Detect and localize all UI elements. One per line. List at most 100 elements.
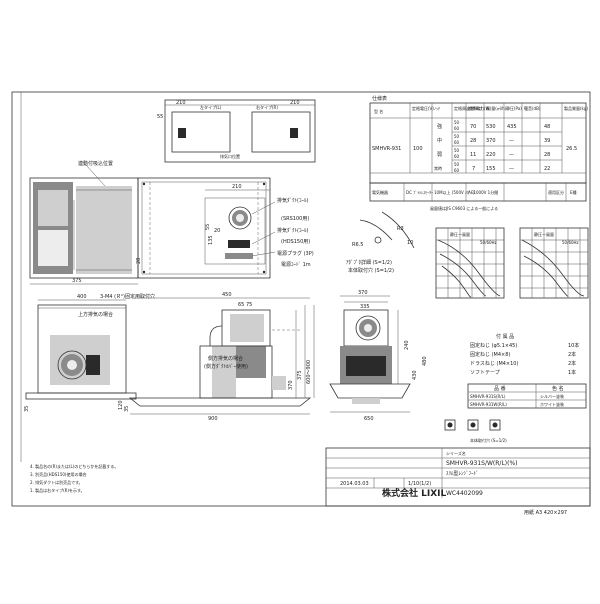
label-exhaust-position: 排気口位置	[220, 153, 240, 159]
dim-20-back: 20	[214, 228, 220, 234]
spec-header-power: 消費電力(W)	[468, 105, 492, 111]
dim-430-right: 430	[412, 370, 418, 380]
dim-400-front: 400	[77, 294, 87, 300]
dim-370-side: 370	[288, 380, 294, 390]
spec-header-pressure: 静圧(Pa)	[506, 105, 522, 111]
spec-pressure-always: —	[509, 166, 514, 172]
spec-power-weak: 11	[470, 152, 476, 158]
label-right-type: 右タイプ(R)	[256, 104, 278, 110]
spec-noise-mid: 39	[544, 138, 550, 144]
label-side-duct-cover: (側方ﾀﾞｸﾄｶﾊﾞｰ使用)	[204, 363, 248, 370]
graph-right-unit: 50/60Hz	[562, 240, 579, 245]
accessory-name-2: 固定ねじ (M4×8)	[470, 351, 510, 358]
dim-650-right: 650	[364, 416, 374, 422]
color-table: 品 番 色 名 SMHVR-931S(R/L) シルバー塗装 SMHVR-931…	[467, 383, 587, 409]
label-left-type: 左タイプ(L)	[200, 104, 222, 110]
notes: 4. 製品名の(R)または(L)のどちらかを記載する。 3. 別売品(HDS15…	[30, 463, 118, 493]
hole-details: 本体取付穴 (S=1/2)	[444, 419, 507, 443]
dim-335-right: 335	[360, 304, 370, 310]
title-scale: 1/10(1/2)	[408, 481, 431, 487]
label-exhaust-duct-c: 排気ﾀﾞｸﾄ(ｺｰﾙ)	[277, 227, 308, 234]
spec-header-freq: 定格周波数(Hz)	[454, 105, 483, 111]
spec-header-notch: ﾉｯﾁ	[434, 106, 440, 111]
spec-power-mid: 28	[470, 138, 476, 144]
dim-480-right: 480	[422, 356, 428, 366]
dim-900-side: 900	[208, 416, 218, 422]
dim-35-front: 35	[24, 406, 30, 412]
spec-footnote: 風量値はJIS C9603 による一般による	[430, 205, 498, 211]
label-side-exhaust: 側方排気の場合	[208, 355, 243, 362]
spec-freq-strong-50: 50	[454, 120, 460, 125]
dim-120-side: 120	[118, 400, 124, 410]
spec-header-airflow: 風 量(㎥/h)	[486, 105, 507, 111]
accessory-qty-2: 2本	[568, 351, 576, 358]
dim-28-left: 28	[136, 258, 142, 264]
dim-450-side: 450	[222, 292, 232, 298]
spec-freq-weak-50: 50	[454, 148, 460, 153]
performance-graphs: 静圧—風量 静圧—風量 50/60Hz 50/60Hz	[435, 227, 589, 299]
spec-notch-always: 常時	[434, 165, 442, 171]
spec-airflow-mid: 370	[486, 138, 496, 144]
spec-freq-mid-50: 50	[454, 134, 460, 139]
label-upward-exhaust: 上方排気の場合	[78, 311, 113, 318]
title-company: 株式会社 LIXIL	[382, 487, 447, 499]
label-scale-note-bottom: 本体取付穴 (S=1/2)	[470, 437, 507, 443]
spec-freq-weak-60: 60	[454, 154, 460, 159]
accessory-name-1: 固定ねじ (φ5.1×45)	[470, 342, 517, 349]
spec-sub-withstand: AC1000V 1分間	[468, 189, 498, 195]
color-header-part: 品 番	[494, 385, 506, 392]
label-srs100: (SRS100用)	[281, 216, 309, 222]
color-header-color: 色 名	[552, 385, 564, 392]
spec-header-weight: 製品質量(kg)	[564, 105, 588, 111]
dim-r3: R3	[397, 226, 404, 232]
dim-370-right: 370	[358, 290, 368, 296]
spec-header-noise: 騒音(dB)	[524, 105, 541, 111]
graph-left-title: 静圧—風量	[450, 231, 470, 237]
accessory-qty-1: 10本	[568, 342, 579, 349]
top-type-boxes: 210 210 55 左タイプ(L) 右タイプ(R) 排気口位置	[157, 99, 316, 163]
spec-freq-always-60: 60	[454, 168, 460, 173]
dim-55-top: 55	[157, 114, 163, 120]
spec-power-strong: 70	[470, 124, 476, 130]
spec-notch-weak: 弱	[437, 152, 442, 158]
accessory-qty-3: 2本	[568, 360, 576, 367]
accessory-qty-4: 1本	[568, 369, 576, 376]
spec-sub-insulation: 10M以上 (500V ﾒｶﾞｰ)	[434, 189, 475, 195]
left-plan-view: 連動付吸込位置 375 28 3-M4 (Ｒ²)固定用取付穴	[29, 160, 155, 300]
color-part-1: SMHVR-931S(R/L)	[470, 394, 506, 399]
label-power-cord: 電源ｺｰﾄﾞ 1m	[281, 261, 311, 268]
note-2: 2. 排気ダクトは別売品です。	[30, 479, 83, 485]
spec-pressure-mid: —	[509, 138, 514, 144]
dim-135: 135	[208, 235, 214, 245]
title-model: SMHVR-931S/W(R/L)(%)	[446, 460, 518, 467]
label-power-plug: 電源プラグ (3P)	[277, 250, 314, 257]
spec-airflow-weak: 220	[486, 152, 496, 158]
spec-table: 仕様表 型 名 定格電圧(V) 定格周波数(Hz) ﾉｯﾁ 消費電力(W) 風 …	[369, 95, 588, 211]
right-side-view: 370 335 650 240 430 480	[329, 290, 428, 422]
dim-600-900: 600～900	[306, 360, 312, 384]
label-linked-suction: 連動付吸込位置	[78, 160, 113, 167]
dim-55-back: 55	[205, 224, 211, 230]
note-3: 3. 別売品(HDS150)使用の場合	[30, 471, 86, 477]
spec-pressure-strong: 435	[507, 124, 517, 130]
title-paper-size: 用紙 A3 420×297	[524, 509, 567, 516]
dim-210-back: 210	[232, 184, 242, 190]
spec-noise-strong: 48	[544, 124, 550, 130]
spec-notch-strong: 強	[437, 123, 442, 130]
spec-noise-always: 22	[544, 166, 550, 172]
note-1: 1. 製品は右タイプ(R)を示す。	[30, 487, 85, 493]
color-part-2: SMHVR-931W(R/L)	[470, 402, 507, 407]
color-name-1: シルバー塗装	[540, 393, 564, 399]
spec-sub-motor: DC ﾌﾞﾗｼﾚｽﾓｰﾀｰ	[406, 189, 433, 195]
dim-240-right: 240	[404, 340, 410, 350]
label-hds150: (HDS150用)	[281, 239, 310, 245]
spec-sub-class-label: 適用区分	[548, 189, 564, 195]
accessories-list: 付 属 品 固定ねじ (φ5.1×45) 10本 固定ねじ (M4×8) 2本 …	[470, 333, 579, 376]
dim-375-left: 375	[72, 278, 82, 284]
spec-pressure-weak: —	[509, 152, 514, 158]
spec-sub-electric: 電気機器	[372, 189, 388, 195]
adapter-detail: R6.5 R3 10 ｱﾀﾞﾌﾟﾀ詳細 (S=1/2) 本体取付穴 (S=1/2…	[346, 211, 415, 274]
accessory-name-4: ソフトテープ	[470, 370, 500, 376]
